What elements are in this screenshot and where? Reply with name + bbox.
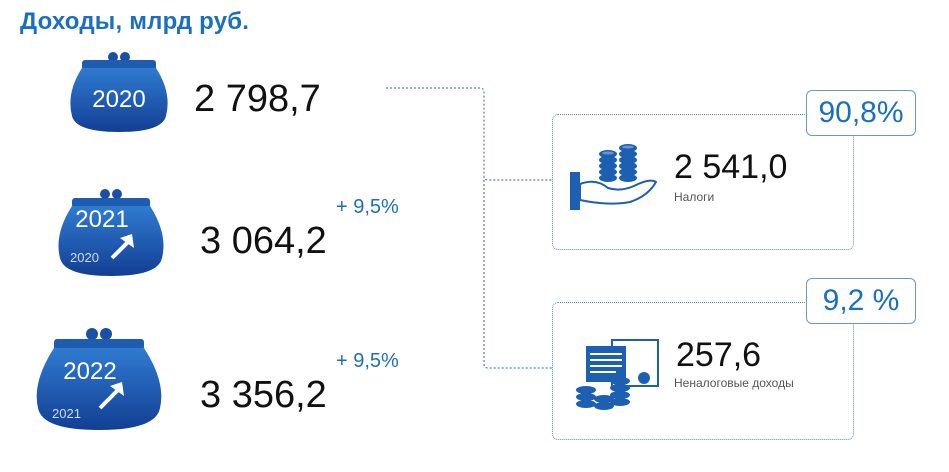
- nontax-label: Неналоговые доходы: [674, 376, 794, 390]
- purse-base-year: 2020: [70, 250, 99, 265]
- purse-2020: 2020: [64, 48, 174, 134]
- purse-year: 2021: [75, 206, 129, 233]
- growth-2021: + 9,5%: [336, 196, 399, 218]
- tax-share-badge: 90,8%: [806, 90, 916, 136]
- purse-2021: 2021 2020: [52, 186, 170, 278]
- purse-icon: [70, 52, 168, 132]
- page-title: Доходы, млрд руб.: [20, 8, 250, 35]
- tax-value: 2 541,0: [674, 148, 788, 186]
- amount-2021: 3 064,2: [200, 220, 327, 262]
- coins-documents-icon: [576, 339, 659, 410]
- purse-base-year: 2021: [52, 406, 81, 421]
- purse-2022: 2022 2021: [30, 326, 168, 432]
- nontax-share-badge: 9,2 %: [806, 278, 916, 324]
- purse-year: 2022: [63, 358, 117, 385]
- coins-hand-icon: [570, 144, 658, 210]
- tax-card: [552, 114, 854, 250]
- purse-icon: [58, 189, 164, 276]
- growth-2022: + 9,5%: [336, 350, 399, 372]
- purse-icon: [36, 328, 162, 430]
- purse-year: 2020: [92, 86, 146, 113]
- amount-2020: 2 798,7: [194, 78, 321, 120]
- tax-label: Налоги: [674, 190, 715, 204]
- amount-2022: 3 356,2: [200, 374, 327, 416]
- nontax-value: 257,6: [676, 336, 762, 374]
